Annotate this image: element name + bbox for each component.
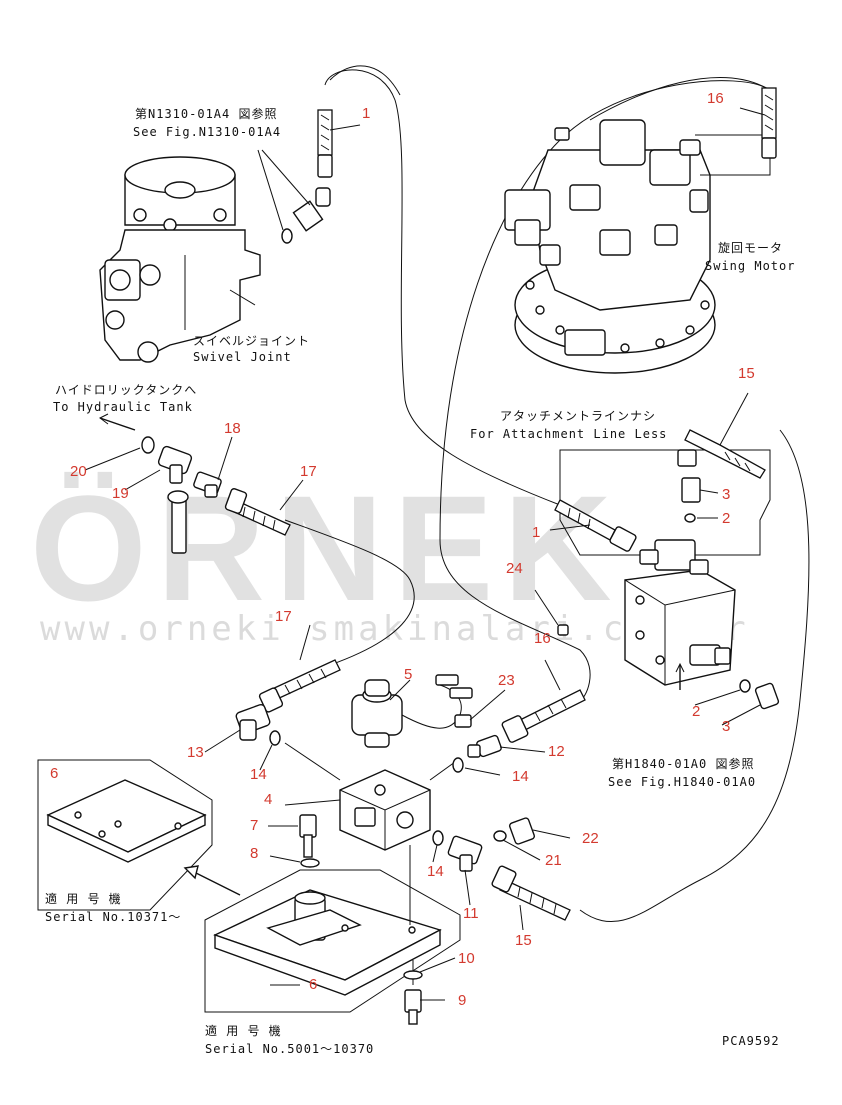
serial-b-jp: 適 用 号 機 bbox=[205, 1023, 282, 1038]
serial-b-en: Serial No.5001～10370 bbox=[205, 1042, 374, 1056]
callout-16b: 16 bbox=[534, 630, 551, 647]
callout-24: 24 bbox=[506, 560, 523, 577]
labels: 第N1310-01A4 図参照 See Fig.N1310-01A4 スイベルジ… bbox=[45, 106, 795, 1056]
tank-jp: ハイドロリックタンクへ bbox=[55, 383, 197, 397]
bolt-9-washer-10 bbox=[403, 970, 423, 1025]
callout-20: 20 bbox=[70, 463, 87, 480]
leader-lines bbox=[84, 107, 766, 1001]
callouts: 1 1 2 2 3 3 4 5 6 6 7 8 9 10 11 12 13 14… bbox=[50, 90, 755, 1009]
right-valve-block bbox=[624, 539, 736, 690]
callout-4: 4 bbox=[264, 791, 272, 808]
swivel-jp: スイベルジョイント bbox=[193, 334, 310, 348]
callout-15a: 15 bbox=[738, 365, 755, 382]
fig-n1310-jp: 第N1310-01A4 図参照 bbox=[135, 106, 277, 121]
hose-route-1-top bbox=[329, 65, 401, 96]
hose-1-top bbox=[317, 109, 333, 178]
hose-17-lower bbox=[258, 659, 341, 713]
elbow-13 bbox=[235, 703, 281, 746]
serial-a-jp: 適 用 号 機 bbox=[45, 891, 122, 906]
callout-21: 21 bbox=[545, 852, 562, 869]
hose-15-top bbox=[677, 429, 766, 479]
callout-19: 19 bbox=[112, 485, 129, 502]
callout-11: 11 bbox=[463, 905, 479, 922]
hose-route-1 bbox=[324, 69, 561, 506]
attach-en: For Attachment Line Less bbox=[470, 427, 667, 441]
callout-14c: 14 bbox=[427, 863, 444, 880]
bracket-main bbox=[204, 845, 461, 1013]
callout-7: 7 bbox=[250, 817, 258, 834]
swivel-en: Swivel Joint bbox=[193, 350, 292, 364]
attachment-box bbox=[559, 449, 771, 556]
callout-8: 8 bbox=[250, 845, 258, 862]
fig-h1840-en: See Fig.H1840-01A0 bbox=[608, 775, 756, 789]
callout-14b: 14 bbox=[512, 768, 529, 785]
callout-15b: 15 bbox=[515, 932, 532, 949]
serial-a-en: Serial No.10371～ bbox=[45, 910, 181, 924]
swing-motor bbox=[504, 119, 771, 374]
callout-5: 5 bbox=[404, 666, 412, 683]
hose-16-lower bbox=[501, 624, 586, 743]
hose-route-17 bbox=[284, 519, 415, 666]
hose-17-upper bbox=[224, 488, 291, 536]
hose-15-lower bbox=[491, 865, 571, 921]
callout-10: 10 bbox=[458, 950, 475, 967]
solenoid-5 bbox=[351, 674, 473, 748]
hose-routes bbox=[284, 65, 810, 922]
fig-n1310-en: See Fig.N1310-01A4 bbox=[133, 125, 281, 139]
callout-17a: 17 bbox=[300, 463, 317, 480]
callout-23: 23 bbox=[498, 672, 515, 689]
hose-route-16-top bbox=[589, 77, 771, 121]
drawing-code: PCA9592 bbox=[722, 1034, 780, 1048]
swing-en: Swing Motor bbox=[705, 259, 795, 273]
hose-route-15 bbox=[579, 429, 810, 922]
fig-h1840-jp: 第H1840-01A0 図参照 bbox=[612, 756, 754, 771]
callout-1a: 1 bbox=[362, 105, 370, 122]
swivel-elbow-fitting bbox=[257, 149, 331, 244]
attach-jp: アタッチメントラインナシ bbox=[500, 409, 656, 423]
tank-en: To Hydraulic Tank bbox=[53, 400, 193, 414]
valve-block-4 bbox=[284, 742, 456, 851]
hose-16-top bbox=[761, 87, 777, 159]
swivel-joint bbox=[99, 156, 261, 363]
swing-jp: 旋回モータ bbox=[718, 241, 783, 255]
callout-2a: 2 bbox=[722, 510, 730, 527]
callout-3b: 3 bbox=[722, 718, 730, 735]
callout-17b: 17 bbox=[275, 608, 292, 625]
callout-9: 9 bbox=[458, 992, 466, 1009]
watermark-brand: ÖRNEK bbox=[30, 464, 622, 632]
callout-6b: 6 bbox=[309, 976, 317, 993]
callout-3a: 3 bbox=[722, 486, 730, 503]
callout-1b: 1 bbox=[532, 524, 540, 541]
hose-route-16 bbox=[439, 80, 771, 701]
callout-2b: 2 bbox=[692, 703, 700, 720]
callout-12: 12 bbox=[548, 743, 565, 760]
callout-14a: 14 bbox=[250, 766, 267, 783]
fittings-center bbox=[299, 734, 536, 872]
tank-line-fittings bbox=[99, 413, 222, 554]
callout-18: 18 bbox=[224, 420, 241, 437]
callout-6a: 6 bbox=[50, 765, 58, 782]
right-fittings bbox=[681, 477, 780, 710]
callout-22: 22 bbox=[582, 830, 599, 847]
bracket-inset bbox=[37, 759, 241, 911]
callout-16a: 16 bbox=[707, 90, 724, 107]
callout-13: 13 bbox=[187, 744, 204, 761]
hose-1-lower bbox=[554, 499, 637, 552]
